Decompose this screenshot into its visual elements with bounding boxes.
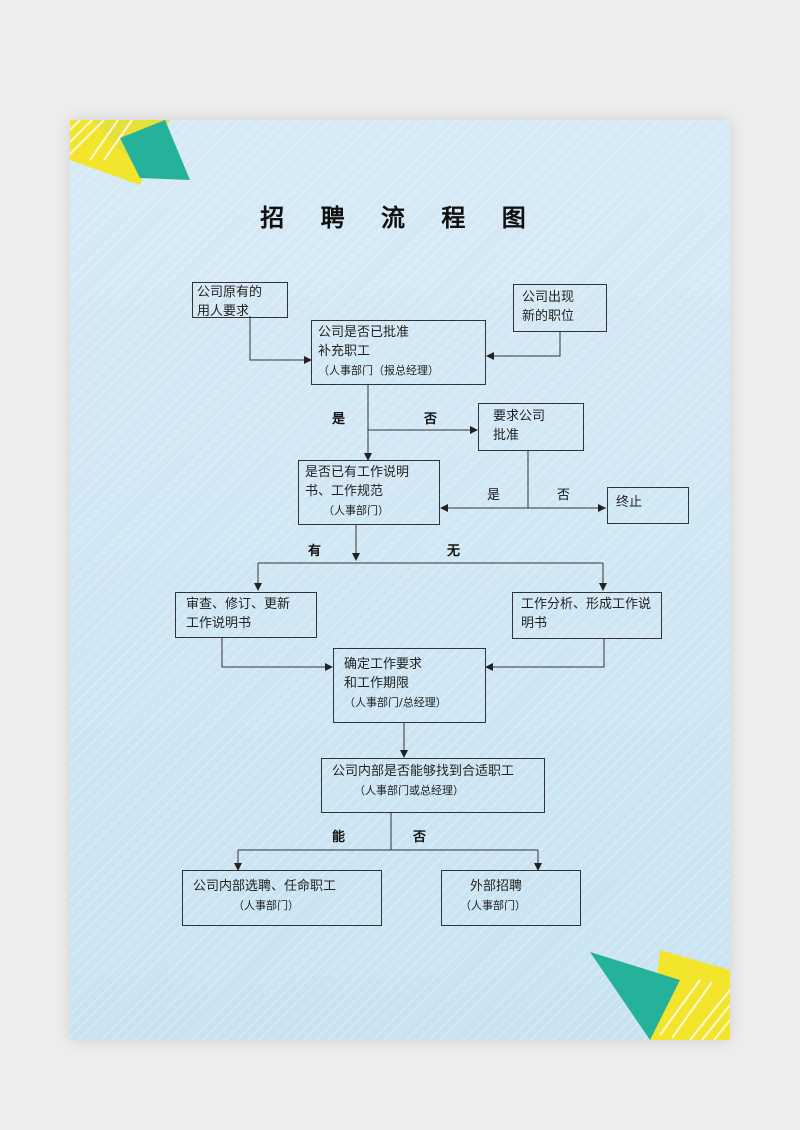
node-existing-need: 公司原有的 用人要求 [192,282,288,319]
corner-decoration-bottom-right [590,950,730,1040]
node-external-hire-line2: （人事部门） [460,899,526,912]
node-job-analysis-line1: 工作分析、形成工作说 [521,597,652,612]
node-internal-hire-line1: 公司内部选聘、任命职工 [193,879,337,894]
node-review-jd-line2: 工作说明书 [186,616,252,631]
node-confirm-requirements: 确定工作要求 和工作期限 （人事部门/总经理） [333,648,486,723]
label-no-jd: 无 [447,544,461,559]
node-internal-check-line2: （人事部门或总经理） [354,784,464,797]
node-has-job-description: 是否已有工作说明 书、工作规范 （人事部门） [298,460,440,525]
flow-connectors [221,316,607,871]
node-review-jd-line1: 审查、修订、更新 [186,597,291,612]
node-confirm-line3: （人事部门/总经理） [344,696,447,709]
node-confirm-line2: 和工作期限 [344,676,410,691]
node-external-hire-line1: 外部招聘 [470,879,523,894]
node-review-jd: 审查、修订、更新 工作说明书 [175,592,317,638]
node-has-jd-line2: 书、工作规范 [305,484,384,499]
node-approved-line3: （人事部门（报总经理） [318,364,439,377]
node-request-approval-line2: 批准 [493,428,520,443]
node-external-hire: 外部招聘 （人事部门） [441,870,581,926]
label-can-internal: 能 [332,830,346,845]
node-new-position: 公司出现 新的职位 [513,284,607,332]
node-existing-need-line2: 用人要求 [197,304,250,319]
node-terminate: 终止 [607,487,689,524]
node-approved-line1: 公司是否已批准 [318,325,410,340]
node-approved: 公司是否已批准 补充职工 （人事部门（报总经理） [311,320,486,385]
label-yes-request: 是 [487,488,501,503]
label-yes-approved: 是 [332,412,346,427]
node-approved-line2: 补充职工 [318,344,371,359]
node-has-jd-line3: （人事部门） [323,504,389,517]
page-title: 招 聘 流 程 图 [260,204,540,232]
node-confirm-line1: 确定工作要求 [344,657,423,672]
poster-page: 招 聘 流 程 图 [70,120,730,1040]
node-internal-check: 公司内部是否能够找到合适职工 （人事部门或总经理） [321,758,545,813]
node-has-jd-line1: 是否已有工作说明 [305,465,410,480]
node-internal-hire: 公司内部选聘、任命职工 （人事部门） [182,870,382,926]
label-no-request: 否 [557,488,571,503]
node-existing-need-line1: 公司原有的 [197,285,263,300]
corner-decoration-top-left [70,120,190,185]
label-has-jd: 有 [308,544,322,559]
node-request-approval-line1: 要求公司 [493,409,546,424]
node-internal-hire-line2: （人事部门） [233,899,299,912]
node-job-analysis-line2: 明书 [521,616,548,631]
node-job-analysis: 工作分析、形成工作说 明书 [512,592,662,639]
node-new-position-line2: 新的职位 [522,309,575,324]
node-new-position-line1: 公司出现 [522,290,575,305]
label-cannot-internal: 否 [413,830,427,845]
label-no-approved: 否 [424,412,438,427]
node-internal-check-line1: 公司内部是否能够找到合适职工 [332,764,515,779]
node-terminate-label: 终止 [616,495,643,510]
node-request-approval: 要求公司 批准 [478,403,584,451]
